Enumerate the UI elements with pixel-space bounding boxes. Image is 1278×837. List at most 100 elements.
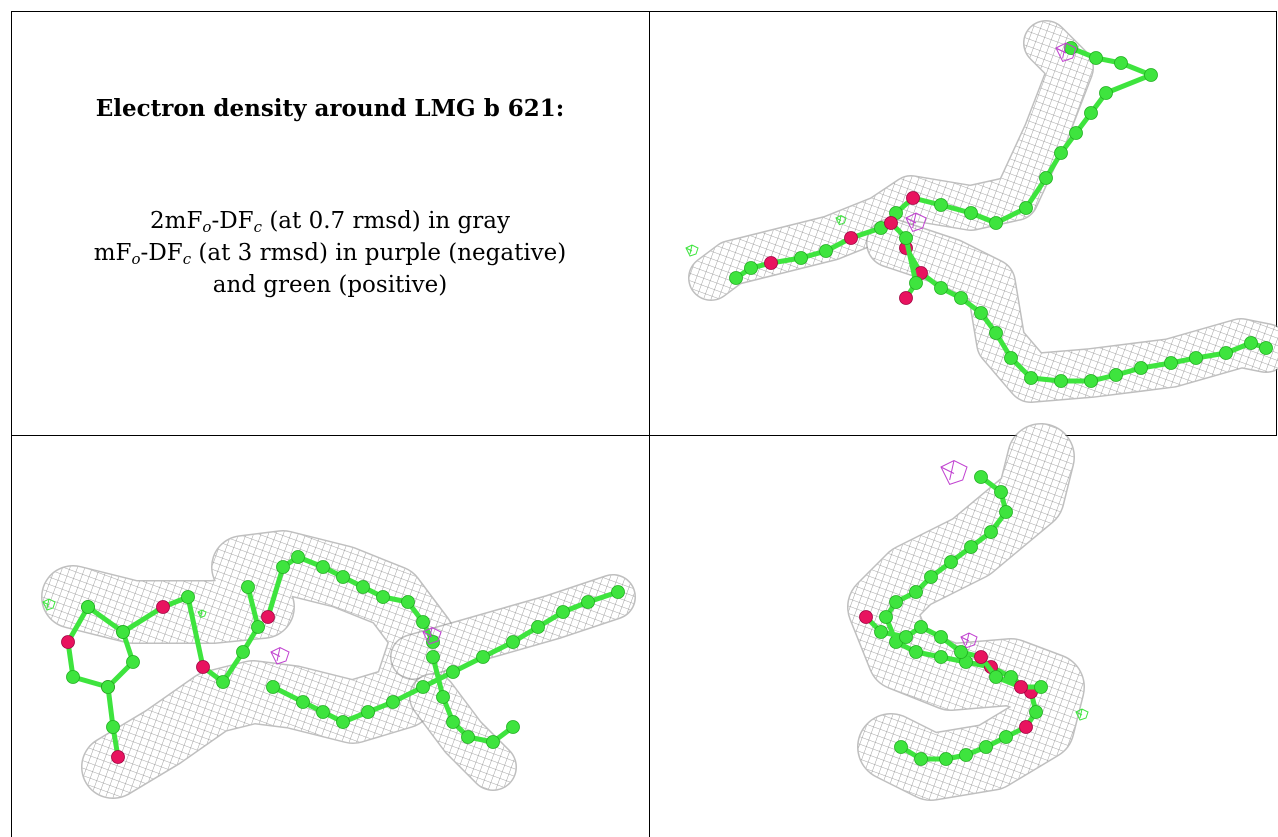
carbon-atom	[964, 540, 978, 554]
carbon-atom	[126, 655, 140, 669]
carbon-atom	[1164, 356, 1178, 370]
carbon-atom	[436, 690, 450, 704]
carbon-atom	[426, 650, 440, 664]
carbon-atom	[556, 605, 570, 619]
ligand-chain	[884, 216, 923, 305]
carbon-atom	[416, 680, 430, 694]
carbon-atom	[934, 630, 948, 644]
positive-density-blob	[197, 609, 207, 618]
caption-panel: Electron density around LMG b 621: 2mFo-…	[11, 11, 649, 435]
carbon-atom	[874, 625, 888, 639]
oxygen-atom	[111, 750, 125, 764]
oxygen-atom	[61, 635, 75, 649]
carbon-atom	[979, 740, 993, 754]
carbon-atom	[461, 730, 475, 744]
carbon-atom	[386, 695, 400, 709]
carbon-atom	[999, 505, 1013, 519]
carbon-atom	[954, 645, 968, 659]
density-mesh	[42, 531, 454, 798]
carbon-atom	[934, 281, 948, 295]
carbon-atom	[994, 485, 1008, 499]
carbon-atom	[974, 306, 988, 320]
carbon-atom	[899, 231, 913, 245]
carbon-atom	[914, 620, 928, 634]
carbon-atom	[1219, 346, 1233, 360]
carbon-atom	[1019, 201, 1033, 215]
carbon-atom	[356, 580, 370, 594]
carbon-atom	[964, 206, 978, 220]
carbon-atom	[116, 625, 130, 639]
negative-density-blob	[270, 646, 290, 665]
carbon-atom	[106, 720, 120, 734]
carbon-atom	[1054, 146, 1068, 160]
carbon-atom	[1029, 705, 1043, 719]
ligand-chain	[261, 550, 440, 649]
carbon-atom	[959, 748, 973, 762]
carbon-atom	[1034, 680, 1048, 694]
positive-density-blob	[835, 214, 847, 226]
carbon-atom	[989, 670, 1003, 684]
top-border	[11, 11, 1277, 12]
ligand-chain	[101, 680, 125, 764]
view-top-right	[685, 20, 1278, 403]
carbon-atom	[939, 752, 953, 766]
carbon-atom	[1024, 371, 1038, 385]
figure-grid: Electron density around LMG b 621: 2mFo-…	[11, 11, 1278, 837]
caption-legend: 2mFo-DFc (at 0.7 rmsd) in gray mFo-DFc (…	[11, 205, 649, 301]
carbon-atom	[376, 590, 390, 604]
carbon-atom	[984, 525, 998, 539]
negative-density-blob	[1055, 42, 1077, 62]
oxygen-atom	[974, 650, 988, 664]
carbon-atom	[1259, 341, 1273, 355]
ligand-chain	[729, 41, 1158, 285]
oxygen-atom	[899, 291, 913, 305]
carbon-atom	[1069, 126, 1083, 140]
carbon-atom	[934, 650, 948, 664]
ligand-chain	[859, 610, 1048, 694]
negative-density-blob	[422, 626, 442, 645]
carbon-atom	[1114, 56, 1128, 70]
carbon-atom	[794, 251, 808, 265]
carbon-atom	[1134, 361, 1148, 375]
positive-density-blob	[1075, 708, 1089, 721]
carbon-atom	[1039, 171, 1053, 185]
positive-density-blob	[42, 598, 56, 611]
carbon-atom	[1004, 351, 1018, 365]
carbon-atom	[276, 560, 290, 574]
carbon-atom	[1144, 68, 1158, 82]
ligand-chain	[426, 650, 520, 749]
carbon-atom	[361, 705, 375, 719]
carbon-atom	[446, 715, 460, 729]
oxygen-atom	[261, 610, 275, 624]
carbon-atom	[889, 595, 903, 609]
carbon-atom	[989, 326, 1003, 340]
carbon-atom	[581, 595, 595, 609]
carbon-atom	[879, 610, 893, 624]
carbon-atom	[1054, 374, 1068, 388]
carbon-atom	[101, 680, 115, 694]
ligand-chain	[116, 580, 265, 689]
carbon-atom	[611, 585, 625, 599]
carbon-atom	[336, 570, 350, 584]
legend-line-2mfo: 2mFo-DFc (at 0.7 rmsd) in gray	[150, 208, 510, 236]
carbon-atom	[531, 620, 545, 634]
right-border	[1276, 11, 1277, 435]
carbon-atom	[899, 630, 913, 644]
carbon-atom	[999, 730, 1013, 744]
carbon-atom	[316, 560, 330, 574]
negative-density-blob	[940, 459, 968, 485]
carbon-atom	[974, 470, 988, 484]
left-border	[11, 11, 12, 837]
carbon-atom	[1099, 86, 1113, 100]
carbon-atom	[1089, 51, 1103, 65]
negative-density-blob	[905, 212, 927, 232]
oxygen-atom	[196, 660, 210, 674]
carbon-atom	[81, 600, 95, 614]
oxygen-atom	[1019, 720, 1033, 734]
caption-title: Electron density around LMG b 621:	[95, 95, 565, 122]
negative-density-blob	[960, 632, 978, 649]
carbon-atom	[934, 198, 948, 212]
carbon-atom	[416, 615, 430, 629]
carbon-atom	[296, 695, 310, 709]
carbon-atom	[266, 680, 280, 694]
